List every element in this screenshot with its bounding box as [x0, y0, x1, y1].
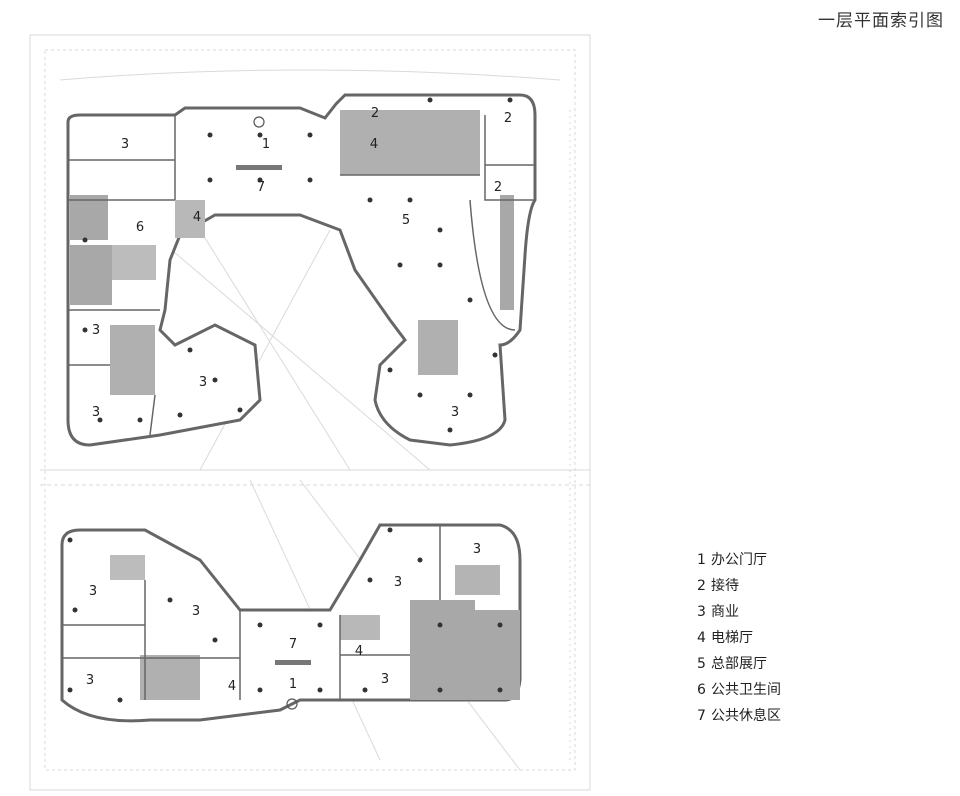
room-label: 2 — [494, 180, 502, 195]
core-s4 — [455, 565, 500, 595]
core-s6 — [110, 555, 145, 580]
room-label: 2 — [504, 111, 512, 126]
core-s2 — [410, 600, 475, 700]
room-label: 3 — [92, 405, 100, 420]
core-east-strip — [500, 195, 514, 310]
south-building — [60, 523, 522, 723]
core-west-3 — [112, 245, 156, 280]
room-label: 3 — [473, 542, 481, 557]
room-label: 3 — [89, 584, 97, 599]
room-label: 6 — [136, 220, 144, 235]
room-label: 1 — [262, 137, 270, 152]
room-label: 3 — [451, 405, 459, 420]
north-building — [66, 93, 537, 447]
core-s3 — [475, 610, 520, 700]
room-label: 3 — [121, 137, 129, 152]
room-label: 3 — [381, 672, 389, 687]
core-s5 — [340, 615, 380, 640]
room-label: 4 — [228, 679, 236, 694]
core-s1 — [140, 655, 200, 700]
room-label: 5 — [402, 213, 410, 228]
site-context — [29, 34, 591, 791]
core-west — [70, 195, 108, 240]
core-west-2 — [70, 245, 112, 305]
room-label: 3 — [92, 323, 100, 338]
room-label: 2 — [371, 106, 379, 121]
core-top — [340, 110, 480, 175]
core-se — [418, 320, 458, 375]
room-label: 7 — [289, 637, 297, 652]
room-label: 7 — [257, 180, 265, 195]
room-label: 4 — [355, 644, 363, 659]
room-label: 3 — [86, 673, 94, 688]
core-small — [175, 200, 205, 238]
core-mid — [110, 325, 155, 395]
room-label: 1 — [289, 677, 297, 692]
room-label: 4 — [370, 137, 378, 152]
room-label: 4 — [193, 210, 201, 225]
room-label: 3 — [394, 575, 402, 590]
room-label: 3 — [192, 604, 200, 619]
room-labels: 3 1 2 2 4 7 2 4 6 5 3 3 3 3 3 3 3 3 7 4 … — [86, 106, 512, 694]
room-label: 3 — [199, 375, 207, 390]
plan-title: 一层平面索引图 — [818, 11, 944, 31]
